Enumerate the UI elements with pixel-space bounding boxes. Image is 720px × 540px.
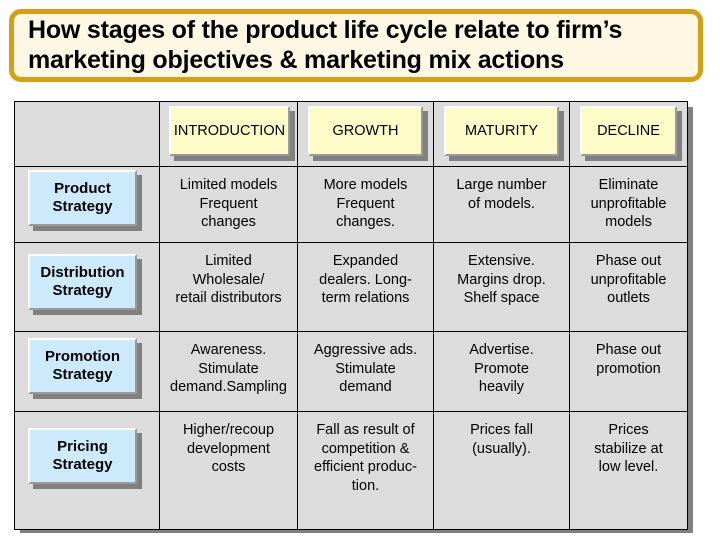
cell-distribution-growth: Expanded dealers. Long- term relations (297, 242, 434, 332)
stage-badge-introduction: INTRODUCTION (169, 106, 290, 156)
stage-header-cell-growth: GROWTH (297, 101, 434, 167)
page-title: How stages of the product life cycle rel… (28, 16, 623, 74)
cell-promotion-decline: Phase out promotion (569, 331, 688, 412)
cell-text: Limited Wholesale/ retail distributors (175, 253, 282, 307)
cell-pricing-growth: Fall as result of competition & efficien… (297, 411, 434, 530)
cell-text: Phase out unprofitable outlets (590, 253, 667, 307)
stage-header-cell-maturity: MATURITY (433, 101, 570, 167)
cell-text: Large number of models. (456, 177, 547, 212)
cell-promotion-growth: Aggressive ads. Stimulate demand (297, 331, 434, 412)
stage-badge-decline: DECLINE (580, 106, 677, 156)
cell-text: Prices stabilize at low level. (594, 422, 663, 476)
stage-header-cell-introduction: INTRODUCTION (159, 101, 298, 167)
cell-text: Higher/recoup development costs (182, 422, 275, 476)
cell-text: Fall as result of competition & efficien… (314, 422, 417, 494)
cell-text: Prices fall (usually). (470, 422, 533, 457)
table-row-product-strategy: Product Strategy Limited models Frequent… (14, 166, 688, 243)
cell-distribution-maturity: Extensive. Margins drop. Shelf space (433, 242, 570, 332)
row-label-cell-distribution: Distribution Strategy (14, 242, 160, 332)
table-header-row: INTRODUCTION GROWTH MATURITY DECLINE (14, 101, 688, 167)
cell-product-growth: More models Frequent changes. (297, 166, 434, 243)
cell-pricing-maturity: Prices fall (usually). (433, 411, 570, 530)
cell-product-decline: Eliminate unprofitable models (569, 166, 688, 243)
cell-text: More models Frequent changes. (323, 177, 408, 231)
row-badge-pricing-strategy: Pricing Strategy (28, 428, 137, 484)
row-badge-promotion-strategy: Promotion Strategy (28, 338, 137, 394)
corner-cell (14, 101, 160, 167)
cell-promotion-introduction: Awareness. Stimulate demand.Sampling (159, 331, 298, 412)
cell-text: Extensive. Margins drop. Shelf space (457, 253, 546, 307)
table-row-pricing-strategy: Pricing Strategy Higher/recoup developme… (14, 411, 688, 530)
cell-product-introduction: Limited models Frequent changes (159, 166, 298, 243)
product-life-cycle-matrix: INTRODUCTION GROWTH MATURITY DECLINE Pro… (14, 101, 693, 533)
table-row-distribution-strategy: Distribution Strategy Limited Wholesale/… (14, 242, 688, 332)
cell-text: Phase out promotion (595, 342, 662, 377)
stage-header-cell-decline: DECLINE (569, 101, 688, 167)
cell-pricing-decline: Prices stabilize at low level. (569, 411, 688, 530)
cell-text: Eliminate unprofitable models (590, 177, 667, 231)
row-label-cell-product: Product Strategy (14, 166, 160, 243)
stage-badge-growth: GROWTH (308, 106, 423, 156)
cell-promotion-maturity: Advertise. Promote heavily (433, 331, 570, 412)
cell-text: Advertise. Promote heavily (469, 342, 534, 396)
cell-distribution-decline: Phase out unprofitable outlets (569, 242, 688, 332)
cell-text: Aggressive ads. Stimulate demand (313, 342, 418, 396)
cell-pricing-introduction: Higher/recoup development costs (159, 411, 298, 530)
cell-distribution-introduction: Limited Wholesale/ retail distributors (159, 242, 298, 332)
row-label-cell-promotion: Promotion Strategy (14, 331, 160, 412)
cell-product-maturity: Large number of models. (433, 166, 570, 243)
cell-text: Expanded dealers. Long- term relations (319, 253, 412, 307)
cell-text: Limited models Frequent changes (179, 177, 278, 231)
row-badge-product-strategy: Product Strategy (28, 170, 137, 226)
row-badge-distribution-strategy: Distribution Strategy (28, 254, 137, 310)
cell-text: Awareness. Stimulate demand.Sampling (170, 342, 287, 396)
row-label-cell-pricing: Pricing Strategy (14, 411, 160, 530)
table-row-promotion-strategy: Promotion Strategy Awareness. Stimulate … (14, 331, 688, 412)
stage-badge-maturity: MATURITY (444, 106, 559, 156)
slide-title-banner: How stages of the product life cycle rel… (9, 9, 703, 82)
matrix-table: INTRODUCTION GROWTH MATURITY DECLINE Pro… (14, 101, 688, 530)
